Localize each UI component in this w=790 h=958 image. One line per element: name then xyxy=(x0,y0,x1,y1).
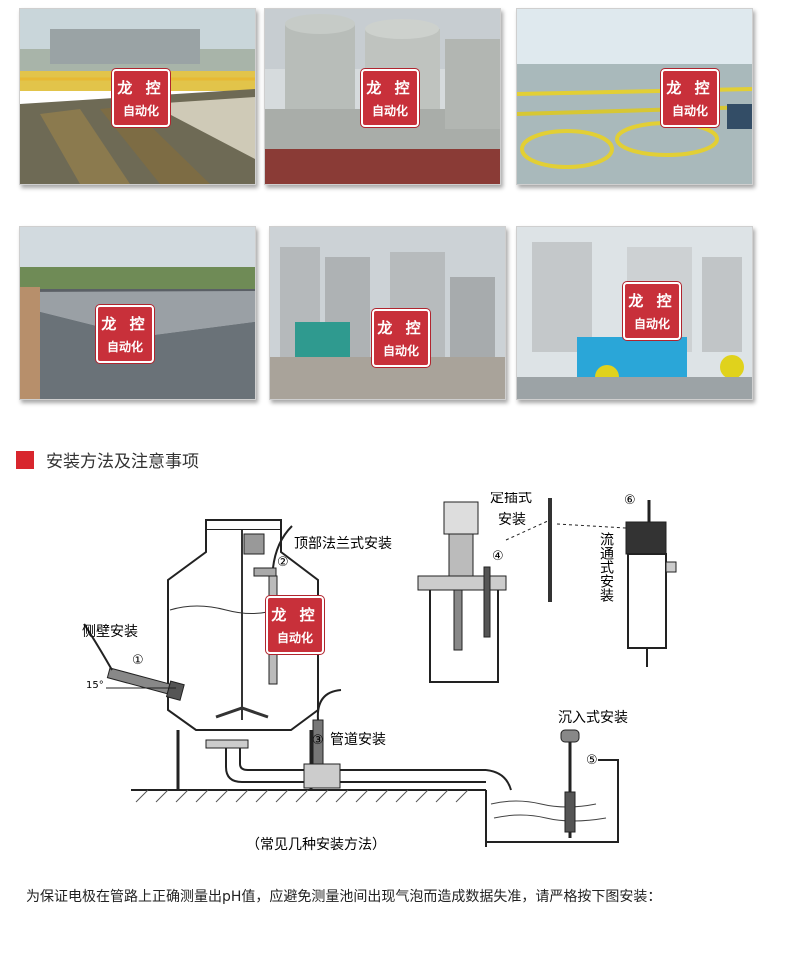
label-number-3: ③ xyxy=(312,733,324,748)
photo-fish-farm: 龙 控自动化 xyxy=(516,8,753,185)
watermark-badge: 龙 控自动化 xyxy=(623,282,681,340)
section-title: 安装方法及注意事项 xyxy=(46,452,199,472)
label-number-4: ④ xyxy=(492,549,504,564)
label-flow-through: 流通式安装 xyxy=(598,532,614,602)
photo-cooling-tower: 龙 控自动化 xyxy=(269,226,506,400)
installation-diagram: 侧壁安装 15° ① ② 顶部法兰式安装 定插式 安装 ④ ⑥ 流通式安装 ③ … xyxy=(66,490,678,864)
section-marker xyxy=(16,451,34,469)
label-pipeline: 管道安装 xyxy=(330,732,386,748)
photo-water-channel: 龙 控自动化 xyxy=(19,226,256,400)
watermark-badge: 龙 控自动化 xyxy=(112,69,170,127)
watermark-badge: 龙 控自动化 xyxy=(661,69,719,127)
watermark-badge: 龙 控自动化 xyxy=(361,69,419,127)
photo-dosing-tanks: 龙 控自动化 xyxy=(516,226,753,400)
label-number-1: ① xyxy=(132,653,144,668)
label-top-flange: 顶部法兰式安装 xyxy=(294,536,392,552)
diagram-caption: （常见几种安装方法） xyxy=(246,837,386,853)
label-immersion: 沉入式安装 xyxy=(558,710,628,726)
label-number-6: ⑥ xyxy=(624,493,636,508)
watermark-badge: 龙 控自动化 xyxy=(266,596,324,654)
photo-scrubber-towers: 龙 控自动化 xyxy=(264,8,501,185)
label-number-2: ② xyxy=(277,555,289,570)
photo-sewage-tanks: 龙 控自动化 xyxy=(19,8,256,185)
label-angle: 15° xyxy=(86,680,104,691)
label-fixed-insert-2: 安装 xyxy=(498,512,526,528)
watermark-badge: 龙 控自动化 xyxy=(372,309,430,367)
watermark-badge: 龙 控自动化 xyxy=(96,305,154,363)
label-number-5: ⑤ xyxy=(586,753,598,768)
label-side-wall: 侧壁安装 xyxy=(82,624,138,640)
label-fixed-insert: 定插式 xyxy=(490,492,532,506)
installation-note: 为保证电极在管路上正确测量出pH值，应避免测量池间出现气泡而造成数据失准，请严格… xyxy=(26,889,662,905)
